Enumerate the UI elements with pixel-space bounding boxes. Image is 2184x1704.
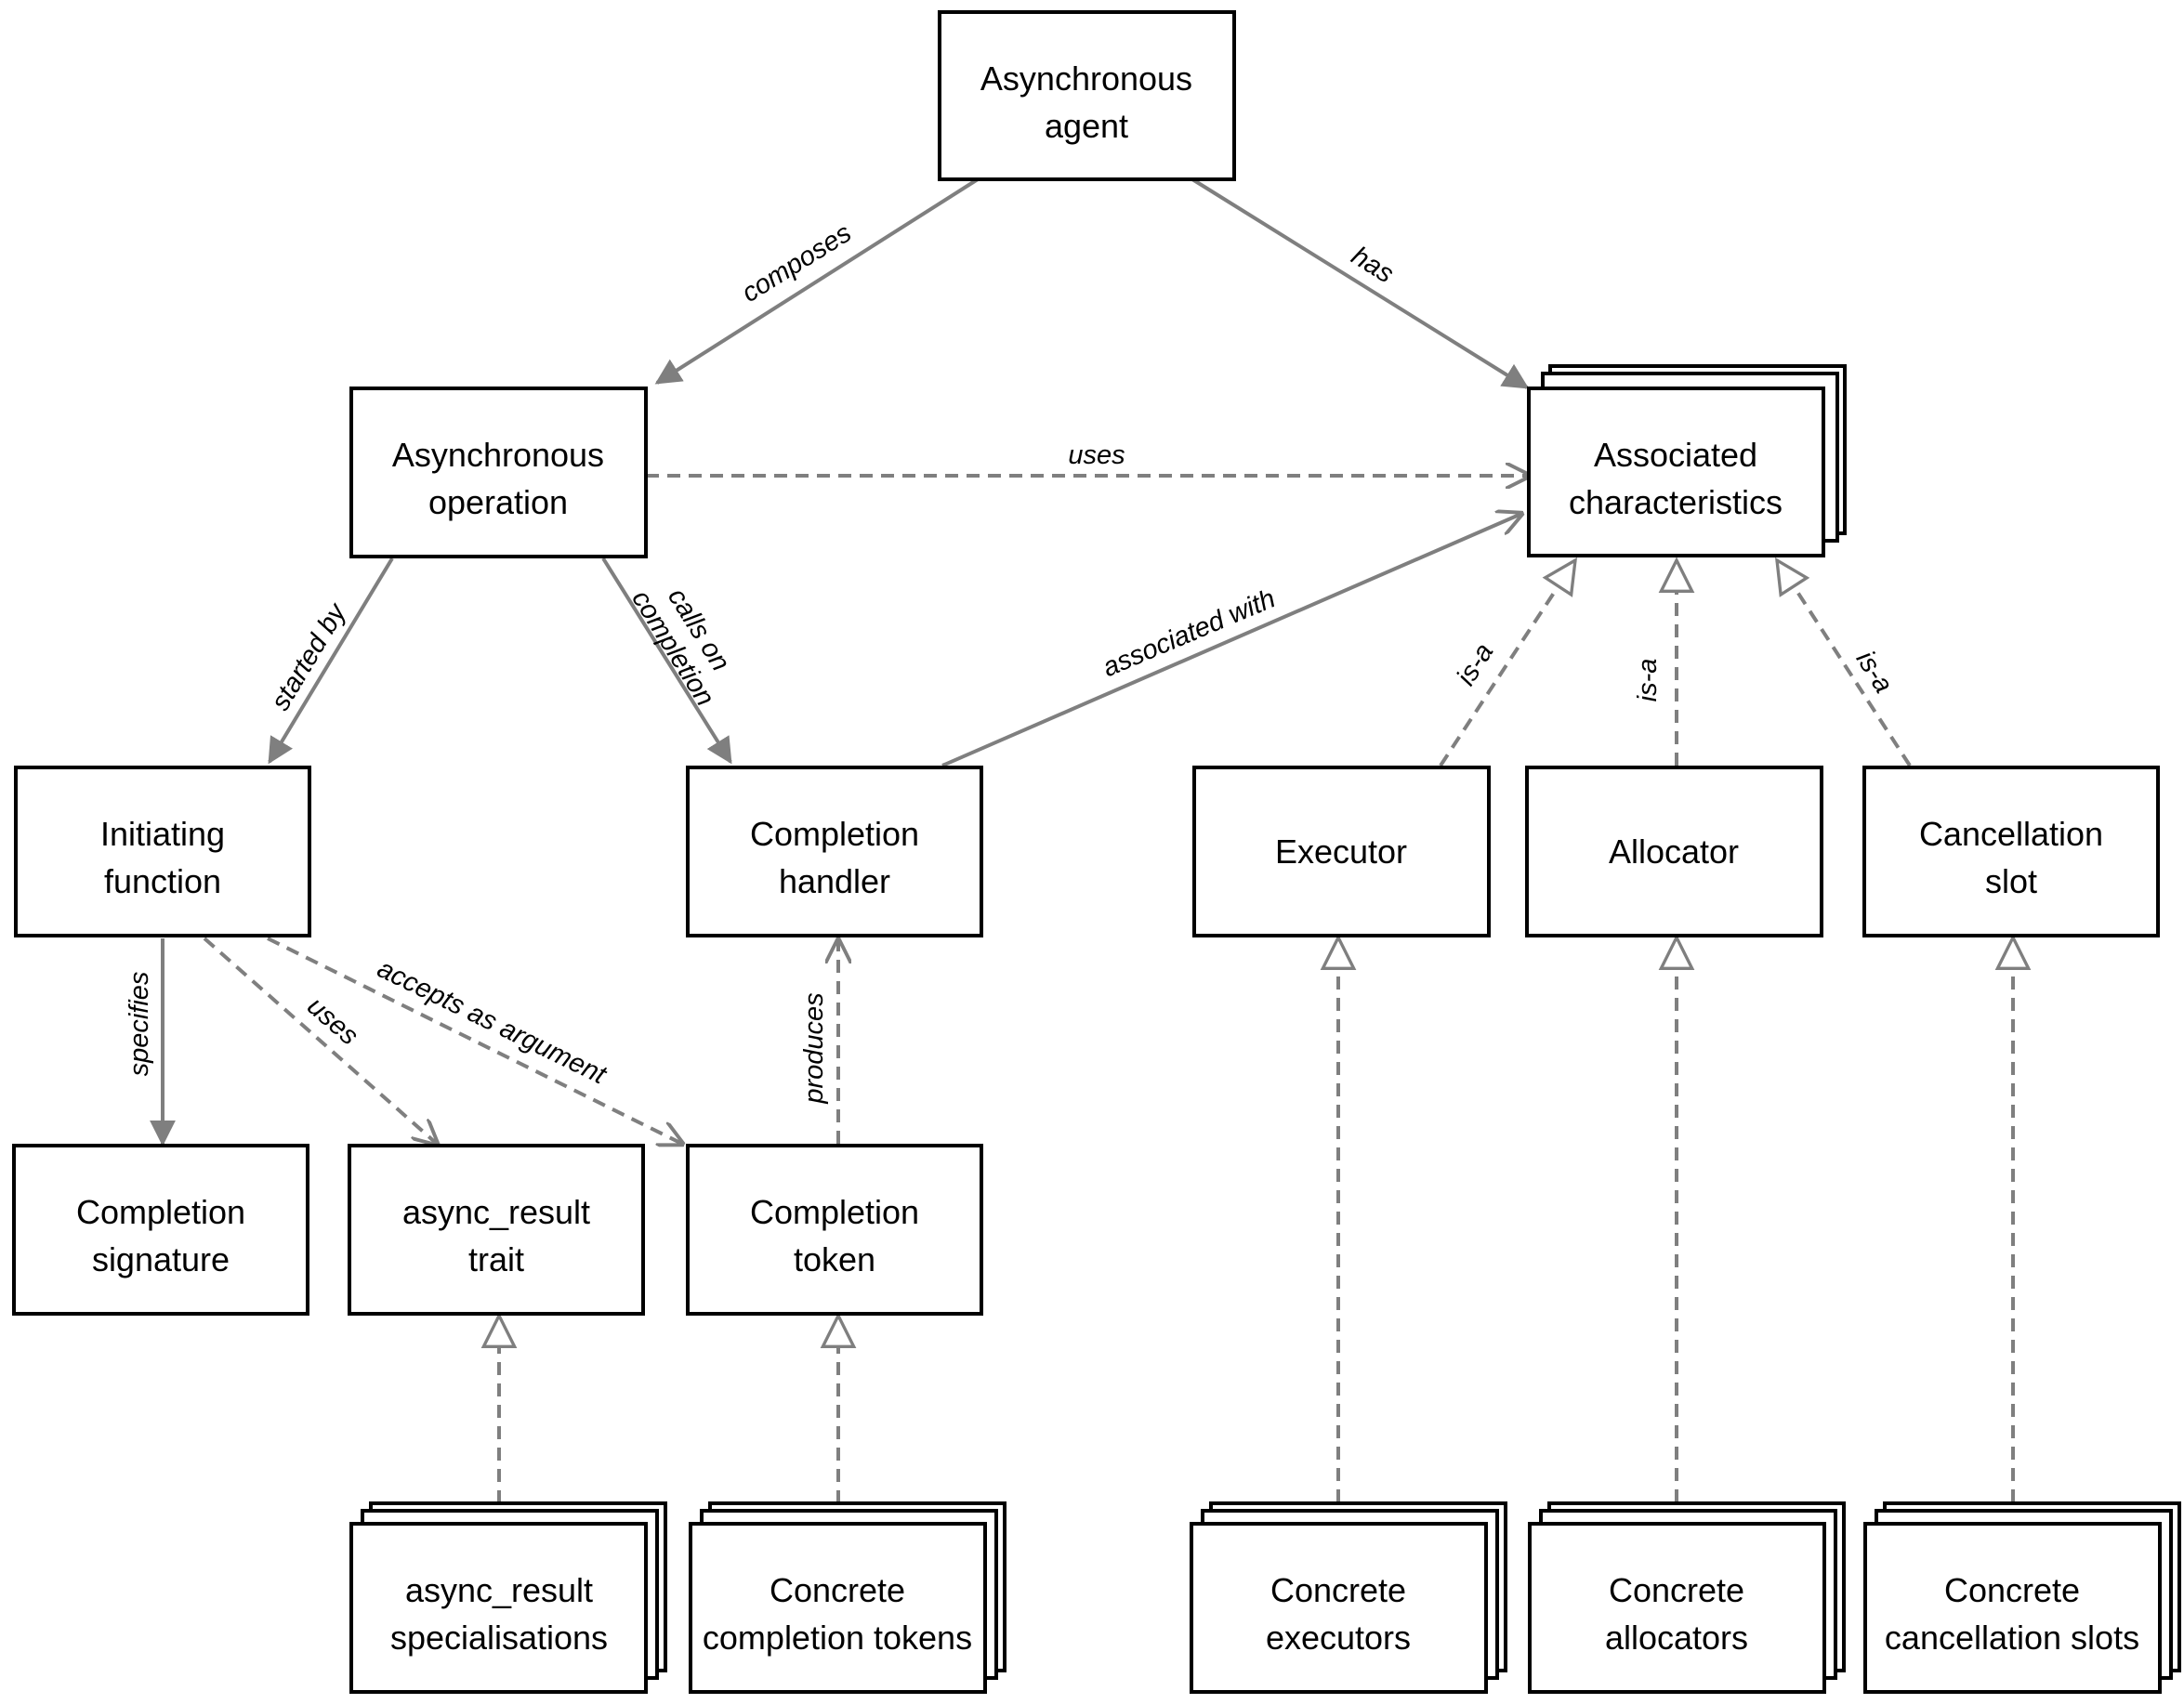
- edge-label-produces: produces: [799, 992, 829, 1104]
- node-completion-handler: Completion handler: [686, 766, 983, 937]
- node-label: async_result: [402, 1193, 590, 1231]
- node-label: Concrete: [770, 1571, 905, 1609]
- node-label: Concrete: [1944, 1571, 2080, 1609]
- edge-label-isa-executor: is-a: [1451, 638, 1499, 691]
- node-async-result-trait: async_result trait: [348, 1144, 645, 1316]
- node-concrete-cancellation-slots: Concrete cancellation slots: [1863, 1501, 2181, 1694]
- node-asynchronous-agent: Asynchronous agent: [938, 10, 1236, 181]
- node-label: Concrete: [1609, 1571, 1744, 1609]
- edge-label-uses-trait: uses: [301, 991, 363, 1051]
- edge-has: [1191, 177, 1530, 389]
- edge-calls-on-completion: [601, 557, 732, 765]
- node-label: allocators: [1605, 1619, 1748, 1657]
- node-initiating-function: Initiating function: [14, 766, 311, 937]
- node-label: completion tokens: [703, 1619, 972, 1657]
- node-label: slot: [1985, 862, 2037, 900]
- node-label: trait: [468, 1240, 524, 1278]
- node-label: executors: [1266, 1619, 1411, 1657]
- node-label: specialisations: [390, 1619, 608, 1657]
- node-async-result-specialisations: async_result specialisations: [349, 1501, 667, 1694]
- node-label: async_result: [405, 1571, 593, 1609]
- node-allocator: Allocator: [1525, 766, 1823, 937]
- node-label: Associated: [1594, 436, 1757, 474]
- node-label: Allocator: [1609, 832, 1739, 871]
- node-label: Asynchronous: [980, 59, 1192, 98]
- node-label: Completion: [76, 1193, 245, 1231]
- node-label: Completion: [750, 1193, 919, 1231]
- node-label: agent: [1045, 107, 1128, 145]
- edge-isa-executor: [1439, 560, 1575, 767]
- node-completion-token: Completion token: [686, 1144, 983, 1316]
- edge-label-associated-with: associated with: [1099, 583, 1280, 683]
- node-label: Initiating: [100, 815, 225, 853]
- node-executor: Executor: [1192, 766, 1491, 937]
- node-label: Completion: [750, 815, 919, 853]
- edge-label-isa-cancellation: is-a: [1850, 646, 1899, 699]
- node-label: Executor: [1275, 832, 1407, 871]
- node-label: signature: [92, 1240, 230, 1278]
- node-label: cancellation slots: [1885, 1619, 2139, 1657]
- edge-accepts-as-argument: [267, 937, 682, 1144]
- node-label: Concrete: [1270, 1571, 1406, 1609]
- edge-label-accepts-as-argument: accepts as argument: [373, 954, 612, 1092]
- edge-label-calls-on-completion: calls on completion: [625, 569, 746, 712]
- edge-composes: [654, 177, 980, 385]
- edge-associated-with: [941, 514, 1521, 767]
- node-cancellation-slot: Cancellation slot: [1862, 766, 2160, 937]
- edge-label-specifies: specifies: [125, 972, 154, 1077]
- node-label: function: [104, 862, 221, 900]
- edge-started-by: [268, 557, 394, 765]
- node-label: handler: [779, 862, 890, 900]
- node-concrete-completion-tokens: Concrete completion tokens: [689, 1501, 1006, 1694]
- node-label: Asynchronous: [392, 436, 604, 474]
- node-asynchronous-operation: Asynchronous operation: [349, 387, 648, 558]
- node-concrete-allocators: Concrete allocators: [1528, 1501, 1846, 1694]
- edge-label-isa-allocator: is-a: [1633, 659, 1663, 702]
- edge-label-uses-characteristics: uses: [1068, 440, 1125, 470]
- node-label: operation: [428, 483, 568, 521]
- node-associated-characteristics: Associated characteristics: [1527, 364, 1847, 557]
- node-label: characteristics: [1569, 483, 1783, 521]
- node-completion-signature: Completion signature: [12, 1144, 309, 1316]
- edge-uses-trait: [203, 937, 437, 1144]
- node-concrete-executors: Concrete executors: [1190, 1501, 1507, 1694]
- node-label: token: [794, 1240, 875, 1278]
- edge-isa-cancellation: [1777, 560, 1912, 767]
- node-label: Cancellation: [1919, 815, 2103, 853]
